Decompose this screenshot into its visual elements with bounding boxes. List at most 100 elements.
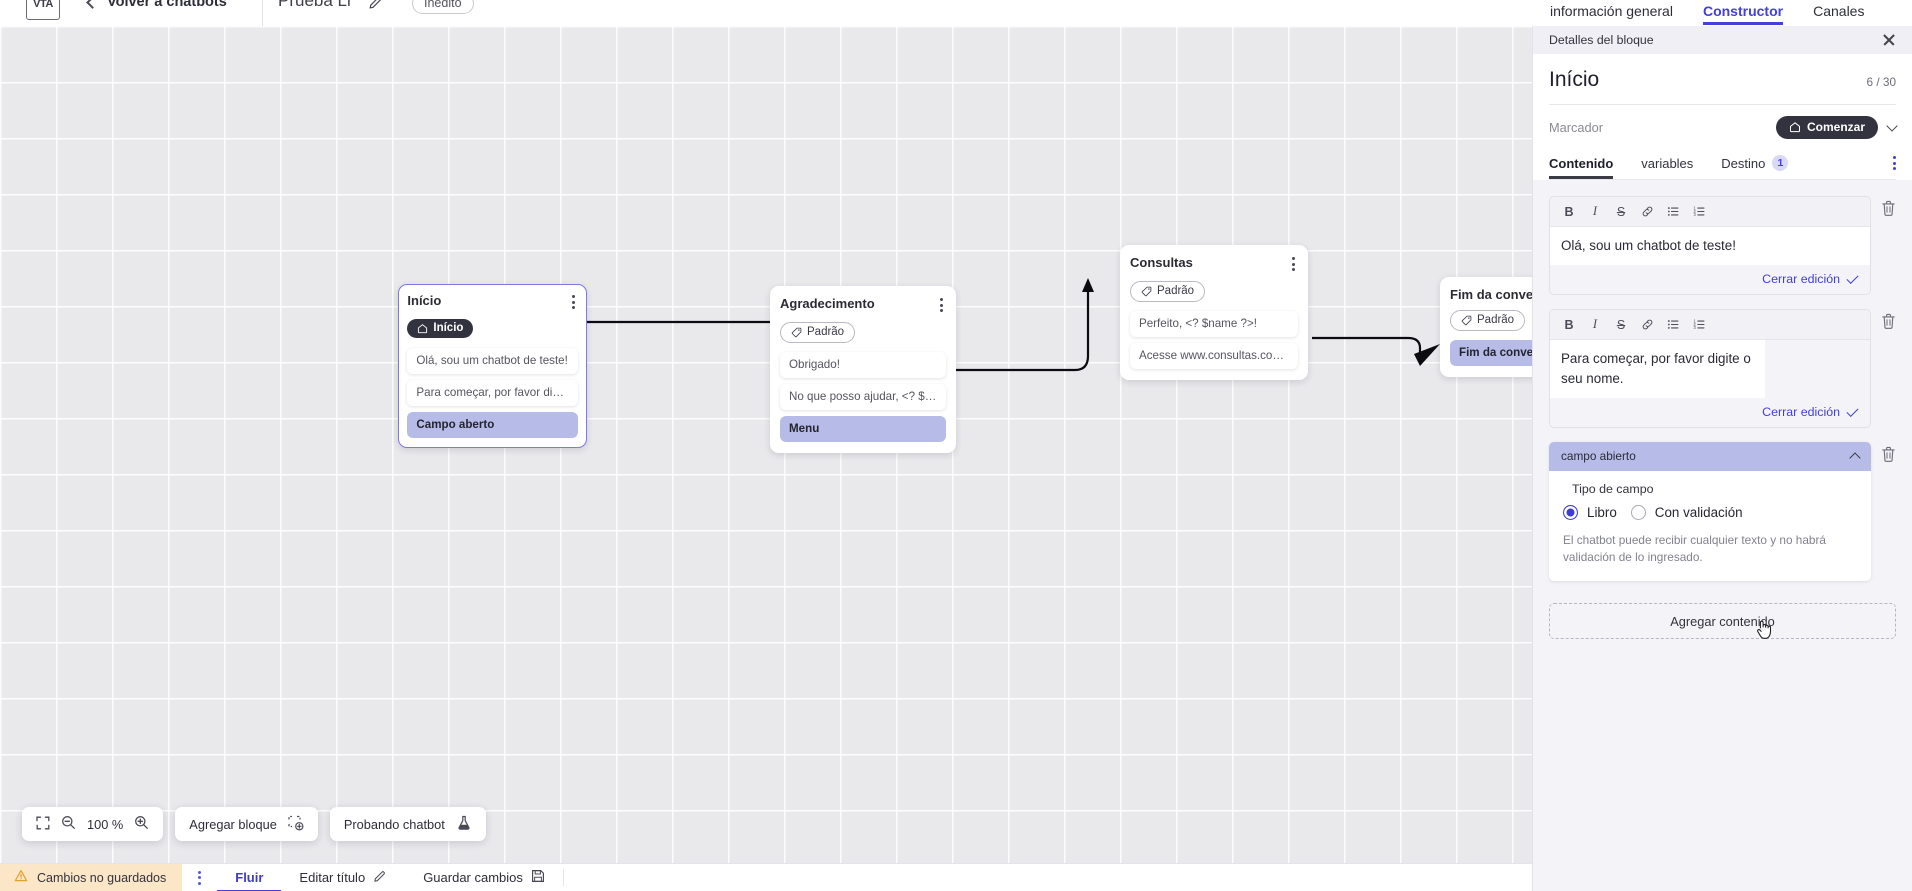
bold-icon[interactable]: B [1564, 317, 1574, 332]
panel-header: Detalles del bloque [1533, 26, 1912, 54]
editor-text[interactable]: Para começar, por favor digite o seu nom… [1550, 340, 1765, 398]
add-block-button[interactable]: Agregar bloque [175, 807, 318, 841]
tag-icon [1141, 286, 1152, 296]
content-editor-block: B I S [1549, 196, 1896, 295]
flow-node-agradecimento[interactable]: Agradecimento Padrão Obrigado! No que po… [770, 286, 956, 453]
statusbar-tab-fluir-label: Fluir [235, 870, 264, 885]
node-menu-icon[interactable] [1289, 255, 1298, 273]
node-row[interactable]: Perfeito, <? $name ?>! [1130, 311, 1298, 337]
marker-label: Marcador [1549, 120, 1604, 135]
node-rows: Olá, sou um chatbot de teste! Para começ… [399, 347, 586, 438]
link-icon[interactable] [1634, 314, 1660, 335]
field-type-help-text: El chatbot puede recibir cualquier texto… [1563, 533, 1826, 564]
panel-body: Início 6 / 30 Marcador Comenzar [1533, 54, 1912, 180]
fit-screen-icon[interactable] [36, 816, 50, 833]
content-editor-block: B I S [1549, 309, 1896, 428]
node-row[interactable]: Acesse www.consultas.com par... [1130, 343, 1298, 369]
radio-dot [1630, 505, 1646, 520]
panel-tab-destino[interactable]: Destino 1 [1721, 155, 1789, 179]
panel-tab-variables-label: variables [1641, 155, 1694, 171]
radio-libre[interactable]: Libro [1563, 505, 1617, 520]
divider [1549, 104, 1896, 105]
open-field-card: campo abierto Tipo de campo Libro [1549, 442, 1871, 581]
node-menu-icon[interactable] [937, 296, 946, 314]
zoom-controls[interactable]: 100 % [22, 807, 164, 841]
flow-node-consultas[interactable]: Consultas Padrão Perfeito, <? $name ?>! … [1120, 245, 1308, 380]
chevron-down-icon[interactable] [1886, 119, 1898, 132]
open-field-header[interactable]: campo abierto [1549, 442, 1871, 471]
flow-node-inicio[interactable]: Início Início Olá, sou um chatbot de tes… [398, 284, 587, 449]
panel-tab-bar: Contenido variables Destino 1 [1549, 151, 1896, 179]
zoom-in-icon[interactable] [134, 815, 149, 833]
close-icon[interactable] [1882, 33, 1896, 47]
svg-text:3: 3 [1693, 325, 1696, 330]
marker-controls: Comenzar [1775, 116, 1898, 139]
italic-icon[interactable]: I [1592, 204, 1598, 218]
strikethrough-icon[interactable]: S [1616, 317, 1626, 332]
marker-row: Marcador Comenzar [1549, 105, 1898, 151]
pencil-icon [373, 869, 387, 886]
rich-text-editor[interactable]: B I S [1549, 196, 1871, 295]
save-changes-button[interactable]: Guardar cambios [405, 864, 563, 891]
tab-informacion-general[interactable]: información general [1550, 2, 1673, 19]
trash-icon[interactable] [1881, 313, 1896, 330]
node-row[interactable]: Para começar, por favor digite o ... [407, 379, 578, 406]
radio-con-validacion[interactable]: Con validación [1630, 505, 1743, 520]
open-field-title: campo abierto [1561, 449, 1636, 463]
trash-icon[interactable] [1881, 446, 1896, 463]
italic-icon[interactable]: I [1592, 317, 1598, 331]
node-row[interactable]: Olá, sou um chatbot de teste! [407, 347, 578, 374]
tab-canales[interactable]: Canales [1813, 2, 1865, 19]
bullet-list-icon[interactable] [1660, 201, 1686, 222]
edit-title-button[interactable]: Editar título [281, 864, 405, 891]
rich-text-editor[interactable]: B I S [1549, 309, 1871, 428]
bold-icon[interactable]: B [1564, 204, 1574, 219]
flow-canvas[interactable]: Início Início Olá, sou um chatbot de tes… [0, 26, 1560, 863]
editor-text[interactable]: Olá, sou um chatbot de teste! [1550, 227, 1870, 265]
node-tag-default: Padrão [1130, 281, 1206, 302]
node-title: Consultas [1130, 255, 1193, 270]
radio-dot-selected [1563, 505, 1578, 520]
node-row[interactable]: Menu [780, 416, 946, 442]
add-content-label: Agregar contenido [1670, 613, 1775, 629]
close-edit-link[interactable]: Cerrar edición [1762, 272, 1840, 286]
close-edit-link[interactable]: Cerrar edición [1762, 405, 1840, 419]
chevron-up-icon[interactable] [1849, 451, 1861, 464]
app-logo[interactable]: VTA [26, 0, 60, 20]
panel-tab-contenido[interactable]: Contenido [1549, 156, 1614, 179]
numbered-list-icon[interactable]: 1 2 3 [1686, 201, 1712, 222]
panel-tabs-underline [1549, 179, 1896, 180]
zoom-out-icon[interactable] [61, 815, 76, 833]
edit-title-pencil-icon[interactable] [368, 0, 384, 15]
panel-tab-variables[interactable]: variables [1641, 156, 1693, 179]
flow-options-icon[interactable] [182, 864, 217, 891]
add-content-button[interactable]: Agregar contenido [1549, 603, 1896, 639]
warning-icon [14, 869, 28, 886]
node-row[interactable]: Obrigado! [780, 352, 946, 378]
node-menu-icon[interactable] [569, 293, 578, 311]
node-row[interactable]: No que posso ajudar, <? $name ... [780, 384, 946, 410]
document-title: Prueba Li [278, 0, 351, 10]
panel-content-scroll[interactable]: B I S [1533, 180, 1912, 891]
radio-con-validacion-label: Con validación [1654, 505, 1743, 520]
bullet-list-icon[interactable] [1660, 314, 1686, 335]
node-tag-label: Padrão [1477, 314, 1515, 326]
test-chatbot-button[interactable]: Probando chatbot [329, 807, 486, 841]
back-to-chatbots-button[interactable]: Volver a chatbots [86, 0, 227, 10]
save-disk-icon [531, 869, 545, 886]
numbered-list-icon[interactable]: 1 2 3 [1686, 314, 1712, 335]
svg-text:3: 3 [1693, 212, 1696, 217]
link-icon[interactable] [1634, 201, 1660, 222]
tag-icon [1461, 315, 1472, 325]
marker-start-pill[interactable]: Comenzar [1775, 116, 1878, 139]
statusbar-tab-fluir[interactable]: Fluir [217, 864, 282, 891]
strikethrough-icon[interactable]: S [1616, 204, 1626, 219]
tab-constructor[interactable]: Constructor [1702, 3, 1784, 25]
tag-icon [791, 327, 802, 337]
node-row[interactable]: Campo aberto [407, 411, 578, 438]
panel-tabs-more-icon[interactable] [1893, 156, 1896, 178]
node-header: Início [407, 293, 577, 311]
node-tag-default: Padrão [780, 322, 856, 343]
trash-icon[interactable] [1881, 200, 1896, 217]
node-title: Agradecimento [780, 296, 875, 311]
